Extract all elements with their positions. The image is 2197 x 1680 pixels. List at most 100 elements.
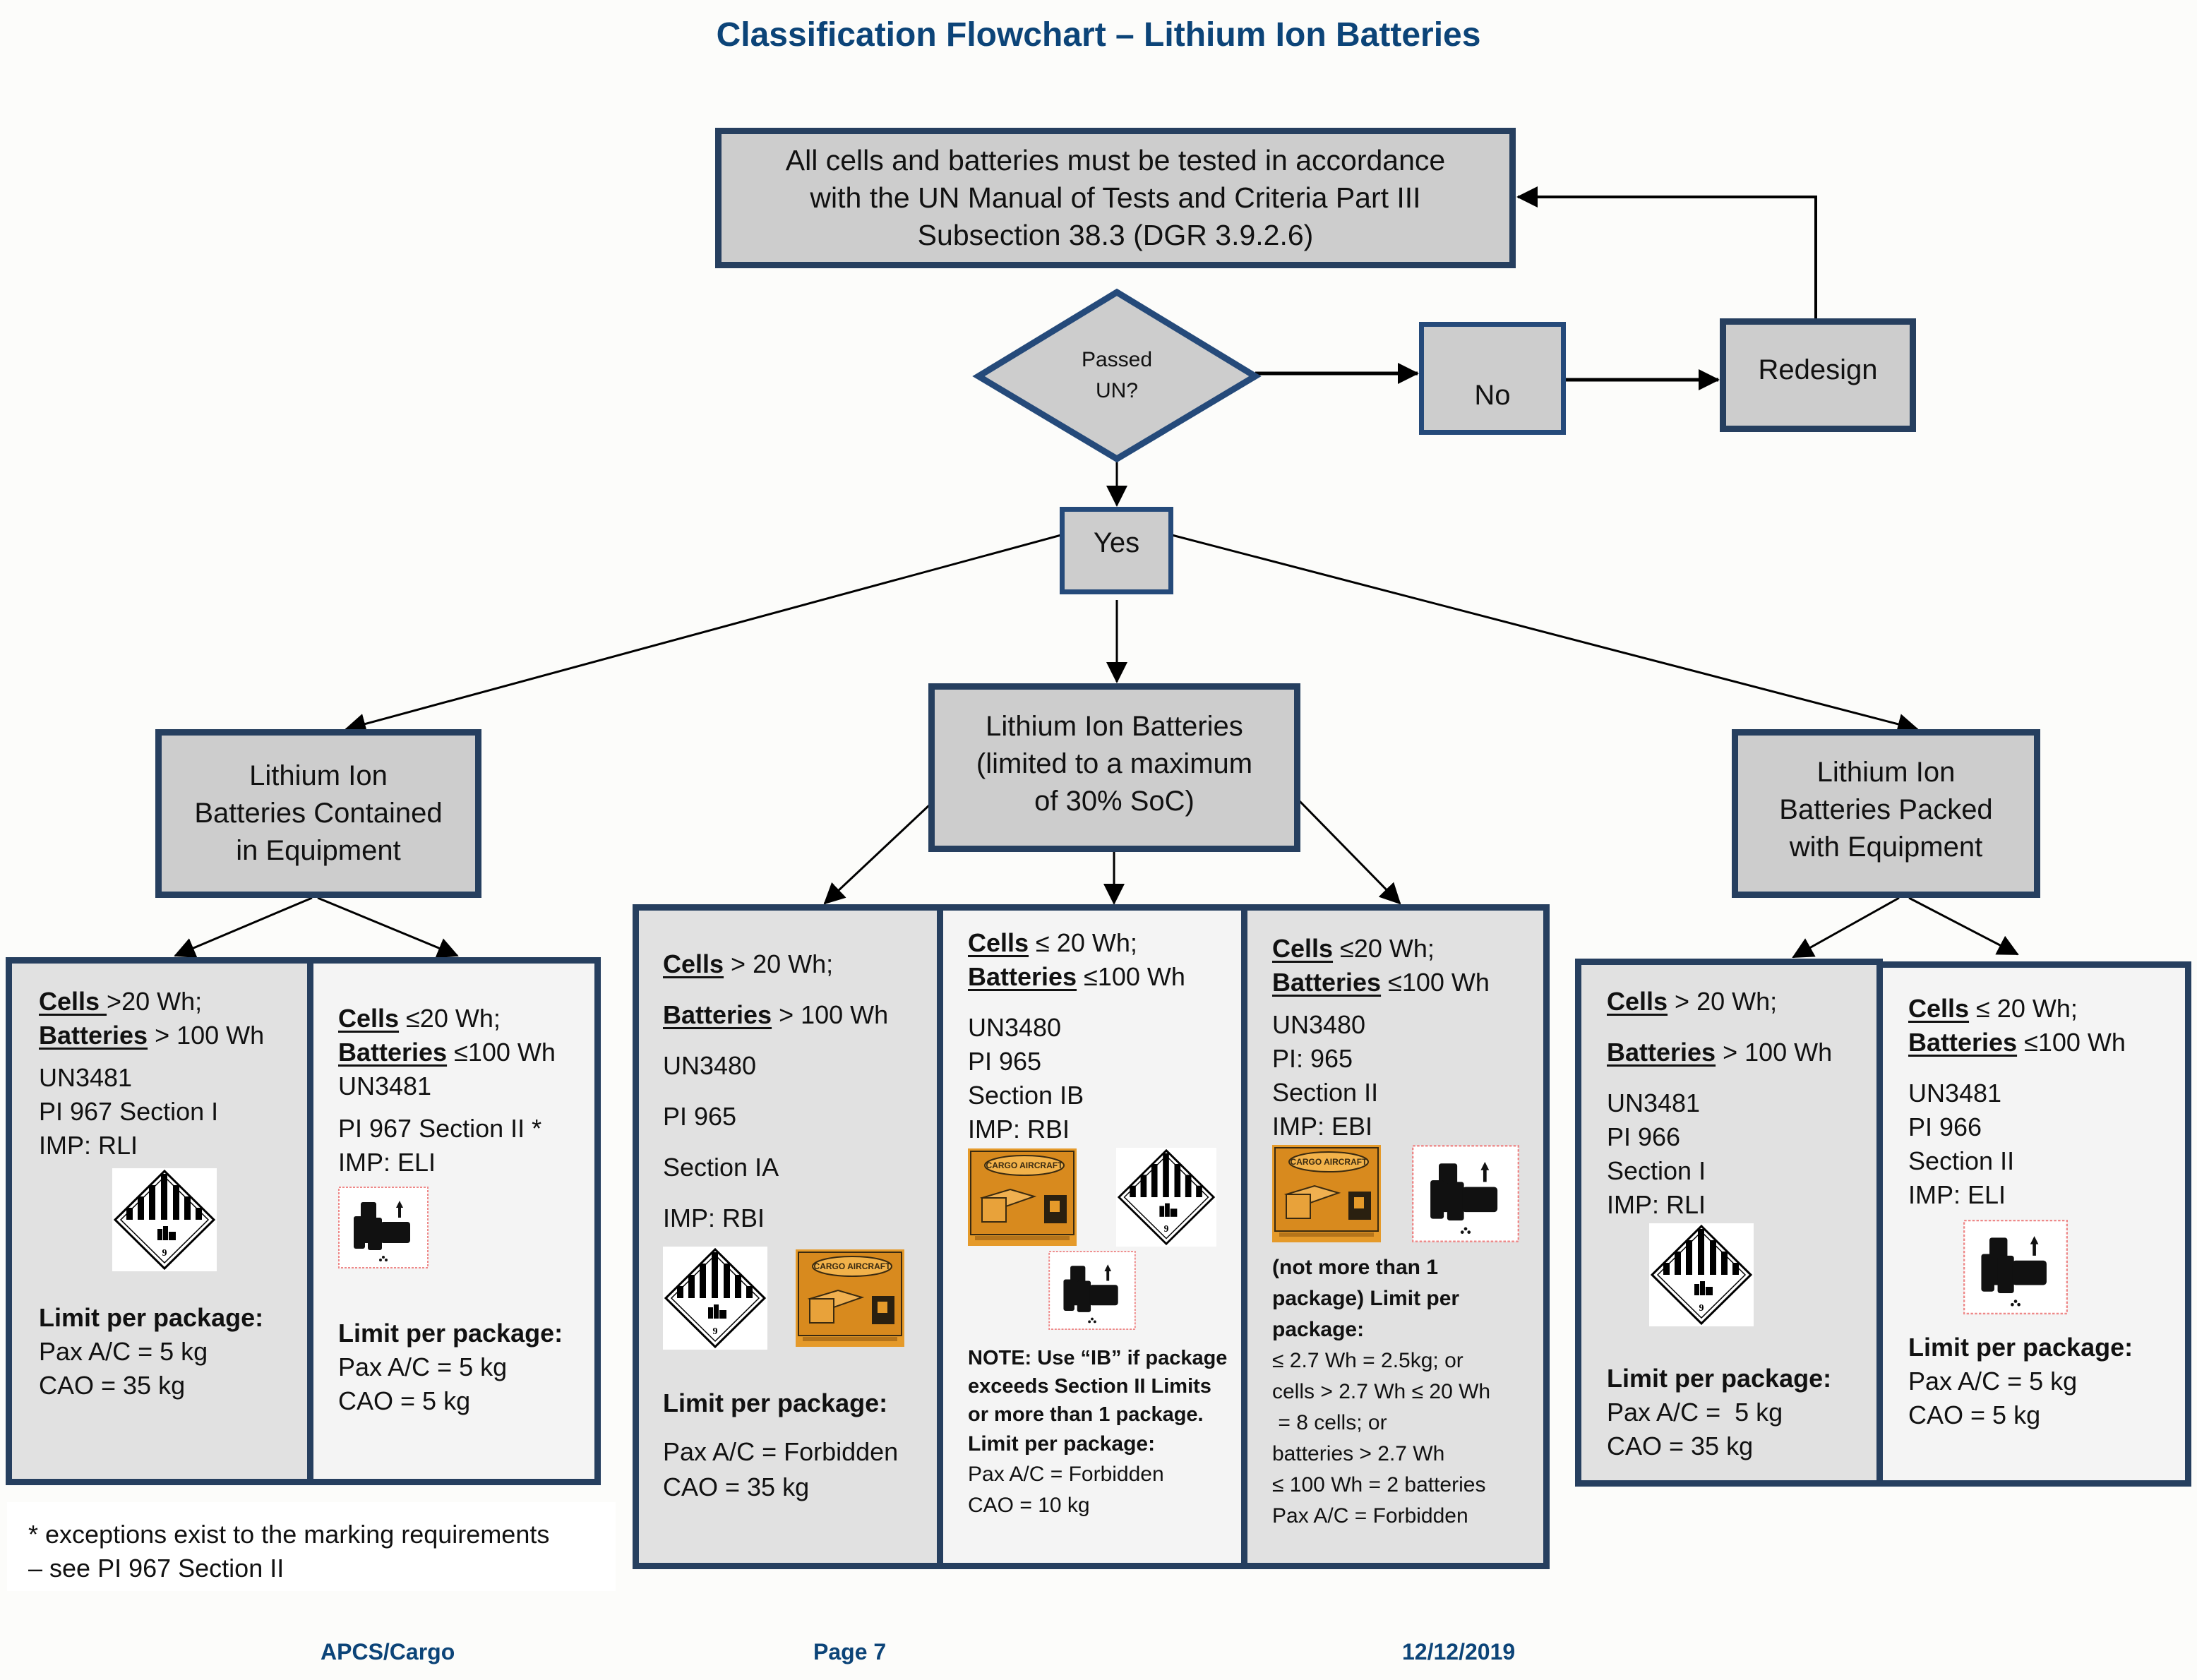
batteries-value: ≤100 Wh [2017, 1028, 2126, 1057]
limit-pax: Pax A/C = 5 kg [39, 1337, 208, 1366]
svg-text:9: 9 [713, 1326, 718, 1337]
footer-left: APCS/Cargo [321, 1639, 455, 1664]
class-9-hazard-label-icon: 9 [1649, 1223, 1754, 1326]
batteries-label: Batteries [1607, 1038, 1716, 1067]
category-middle-line-3: of 30% SoC) [1034, 786, 1195, 817]
batteries-label: Batteries [39, 1021, 148, 1050]
decision-passed-un: Passed UN? [1046, 344, 1187, 407]
testing-requirement-box: All cells and batteries must be tested i… [715, 128, 1516, 268]
limit-line-4: batteries > 2.7 Wh [1272, 1442, 1445, 1465]
un-number: UN3480 [663, 1051, 757, 1080]
panel-pi965-section1a: Cells > 20 Wh; Batteries > 100 Wh UN3480… [633, 904, 943, 1569]
un-number: UN3481 [338, 1072, 432, 1100]
limit-cao: CAO = 35 kg [663, 1472, 810, 1501]
cells-label: Cells [338, 1004, 400, 1033]
category-right-line-3: with Equipment [1789, 832, 1983, 863]
limit-pax: Pax A/C = Forbidden [968, 1463, 1164, 1486]
arrow-right-to-section1 [1792, 896, 1900, 959]
yes-label: Yes [1093, 527, 1140, 558]
lithium-battery-mark-icon [338, 1187, 429, 1268]
batteries-label: Batteries [1908, 1028, 2018, 1057]
limit-title: Limit per package: [968, 1432, 1156, 1456]
category-contained-in-equipment: Lithium Ion Batteries Contained in Equip… [155, 729, 481, 898]
imp-code: IMP: ELI [1908, 1180, 2006, 1209]
packing-instruction: PI 966 [1908, 1112, 1982, 1141]
section: Section IB [968, 1081, 1084, 1110]
limit-pax: Pax A/C = Forbidden [1272, 1504, 1468, 1528]
svg-text:9: 9 [162, 1248, 167, 1259]
no-label: No [1474, 380, 1511, 411]
footer-page: Page 7 [813, 1639, 887, 1664]
packing-instruction: PI 965 [968, 1047, 1042, 1076]
svg-text:CARGO AIRCRAFT: CARGO AIRCRAFT [814, 1261, 892, 1271]
cells-label: Cells [1272, 934, 1334, 963]
cells-value: > 20 Wh; [1668, 987, 1778, 1016]
category-right-line-2: Batteries Packed [1779, 794, 1993, 825]
cargo-aircraft-only-label-icon: CARGO AIRCRAFT [968, 1148, 1077, 1246]
class-9-hazard-label-icon: 9 [1116, 1148, 1216, 1247]
imp-code: IMP: RBI [663, 1204, 765, 1232]
imp-code: IMP: ELI [338, 1148, 436, 1177]
cells-label: Cells [1607, 987, 1668, 1016]
batteries-label: Batteries [663, 1000, 772, 1029]
cells-label: Cells [663, 949, 724, 978]
limit-line-5: ≤ 100 Wh = 2 batteries [1272, 1473, 1486, 1496]
imp-code: IMP: RBI [968, 1115, 1070, 1144]
redesign-label: Redesign [1758, 354, 1878, 385]
limit-title: (not more than 1 package) Limit per pack… [1272, 1256, 1460, 1341]
lithium-battery-mark-icon [1412, 1145, 1519, 1242]
arrow-middle-to-1a [823, 803, 931, 905]
svg-text:9: 9 [1699, 1303, 1704, 1314]
batteries-value: ≤100 Wh [1381, 968, 1490, 997]
page-title: Classification Flowchart – Lithium Ion B… [716, 16, 1481, 54]
limit-line-3: = 8 cells; or [1272, 1411, 1387, 1434]
arrow-left-to-section1 [174, 896, 313, 958]
batteries-label: Batteries [1272, 968, 1382, 997]
packing-instruction: PI: 965 [1272, 1044, 1353, 1073]
testing-line-1: All cells and batteries must be tested i… [785, 144, 1446, 176]
section: Section II [1272, 1078, 1379, 1107]
footer-date: 12/12/2019 [1402, 1639, 1516, 1664]
cells-value: ≤ 20 Wh; [1969, 994, 2078, 1023]
batteries-value: ≤100 Wh [1077, 962, 1185, 991]
un-number: UN3481 [1908, 1079, 2002, 1108]
limit-pax: Pax A/C = 5 kg [338, 1352, 508, 1381]
class-9-hazard-label-icon: 9 [112, 1168, 217, 1271]
cells-value: >20 Wh; [107, 987, 203, 1016]
panel-pi965-section1b: Cells ≤ 20 Wh; Batteries ≤100 Wh UN3480 … [937, 904, 1247, 1569]
arrow-left-to-section2 [317, 896, 459, 959]
cells-label: Cells [968, 928, 1029, 957]
panel-pi967-section1: Cells >20 Wh; Batteries > 100 Wh UN3481 … [6, 957, 313, 1485]
limit-cao: CAO = 5 kg [338, 1386, 471, 1415]
section: Section II [1908, 1146, 2015, 1175]
limit-cao: CAO = 5 kg [1908, 1400, 2041, 1429]
batteries-label: Batteries [338, 1038, 448, 1067]
section-ib-note: NOTE: Use “IB” if package exceeds Sectio… [968, 1347, 1228, 1426]
section: Section I [1607, 1156, 1706, 1185]
panel-pi967-section2: Cells ≤20 Wh; Batteries ≤100 Wh UN3481 P… [307, 957, 601, 1485]
un-number: UN3480 [968, 1013, 1062, 1042]
packing-instruction: PI 967 Section II * [338, 1114, 542, 1143]
footnote-line-2: – see PI 967 Section II [28, 1554, 285, 1583]
testing-line-2: with the UN Manual of Tests and Criteria… [810, 181, 1421, 214]
un-number: UN3481 [1607, 1088, 1701, 1117]
limit-line-2: cells > 2.7 Wh ≤ 20 Wh [1272, 1380, 1491, 1403]
arrow-redesign-to-top [1516, 186, 1817, 320]
batteries-value: > 100 Wh [772, 1000, 889, 1029]
yes-box: Yes [1060, 507, 1173, 594]
limit-title: Limit per package: [39, 1303, 264, 1332]
lithium-battery-mark-icon [1963, 1219, 2068, 1315]
cargo-aircraft-only-label-icon: CARGO AIRCRAFT [1272, 1145, 1381, 1242]
decision-line-1: Passed [1081, 348, 1153, 371]
panel-pi965-section2: Cells ≤20 Wh; Batteries ≤100 Wh UN3480 P… [1241, 904, 1550, 1569]
cells-value: > 20 Wh; [724, 949, 834, 978]
cells-label: Cells [1908, 994, 1970, 1023]
batteries-label: Batteries [968, 962, 1077, 991]
limit-line-1: ≤ 2.7 Wh = 2.5kg; or [1272, 1349, 1463, 1372]
category-limited-soc: Lithium Ion Batteries (limited to a maxi… [928, 683, 1300, 852]
limit-cao: CAO = 10 kg [968, 1494, 1090, 1517]
lithium-battery-mark-icon [1048, 1251, 1136, 1330]
imp-code: IMP: RLI [39, 1131, 138, 1160]
cells-value: ≤ 20 Wh; [1029, 928, 1137, 957]
limit-title: Limit per package: [338, 1319, 563, 1348]
